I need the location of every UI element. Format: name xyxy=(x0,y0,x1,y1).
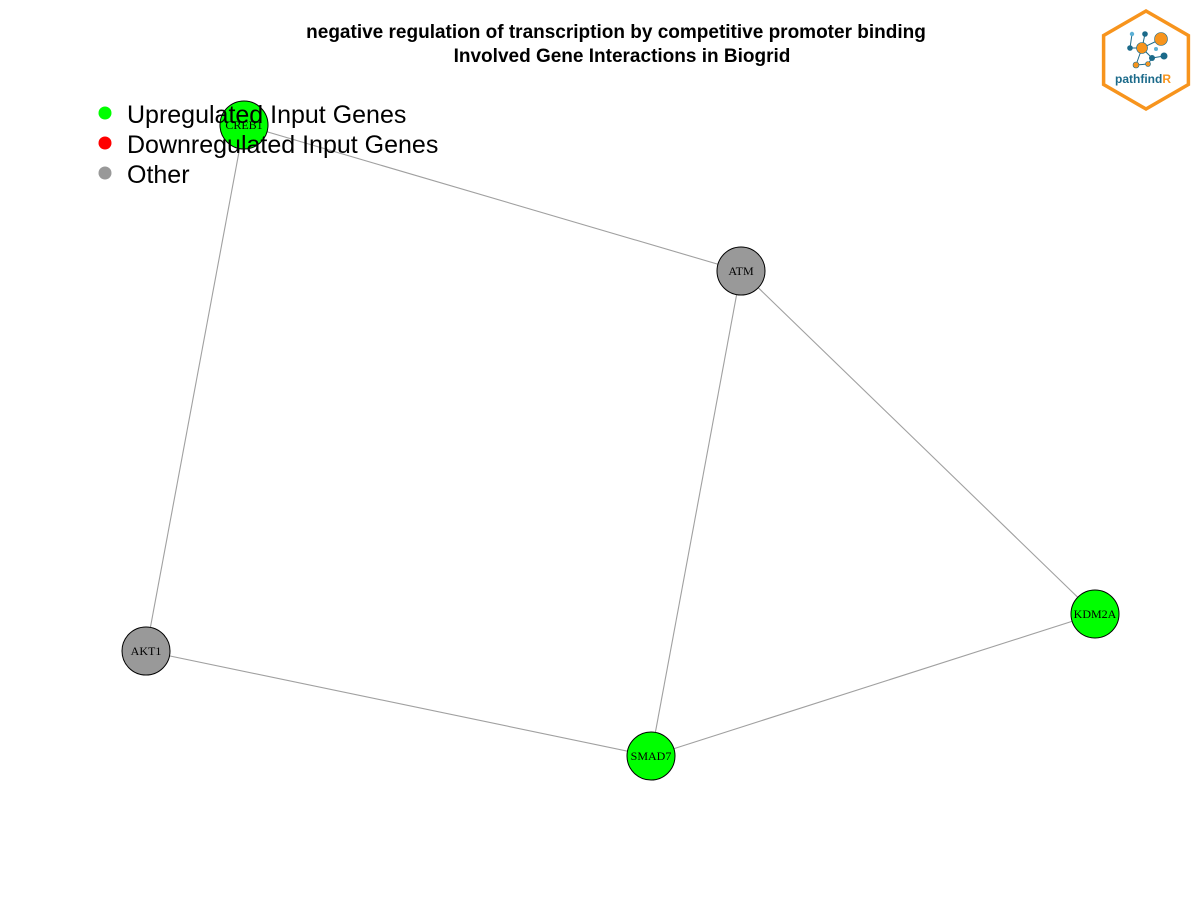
title-line-2: Involved Gene Interactions in Biogrid xyxy=(454,46,791,67)
node-circle-akt1[interactable] xyxy=(121,626,171,676)
edge-smad7-kdm2a xyxy=(650,613,1096,757)
legend-label-upregulated: Upregulated Input Genes xyxy=(127,101,406,129)
node-atm[interactable]: ATM xyxy=(716,246,766,296)
logo-hexagon xyxy=(1101,8,1191,112)
logo-wordmark-main: pathfind xyxy=(1115,72,1162,86)
network-hexagon-icon xyxy=(1127,31,1168,69)
edge-atm-smad7 xyxy=(650,270,742,757)
diagram-title: negative regulation of transcription by … xyxy=(306,22,926,67)
node-creb1[interactable]: CREB1 xyxy=(219,100,269,150)
pathfindr-logo: pathfindR xyxy=(1101,8,1191,112)
edge-creb1-atm xyxy=(243,124,742,272)
edge-atm-kdm2a xyxy=(740,270,1096,615)
node-smad7[interactable]: SMAD7 xyxy=(626,731,676,781)
title-line-1: negative regulation of transcription by … xyxy=(306,22,926,43)
logo-wordmark-accent: R xyxy=(1162,72,1171,86)
edge-akt1-smad7 xyxy=(145,650,652,757)
node-label-creb1: CREB1 xyxy=(225,118,262,132)
node-circle-kdm2a[interactable] xyxy=(1070,589,1120,639)
legend-dot-upregulated xyxy=(98,106,112,120)
logo-wordmark: pathfindR xyxy=(1115,72,1171,86)
node-akt1[interactable]: AKT1 xyxy=(121,626,171,676)
edges-layer xyxy=(145,124,1096,757)
node-label-atm: ATM xyxy=(728,264,754,278)
node-label-akt1: AKT1 xyxy=(131,644,162,658)
node-circle-creb1[interactable] xyxy=(219,100,269,150)
node-circle-atm[interactable] xyxy=(716,246,766,296)
legend-label-other: Other xyxy=(127,161,190,189)
legend: Upregulated Input Genes Downregulated In… xyxy=(98,101,438,189)
node-label-smad7: SMAD7 xyxy=(631,749,672,763)
node-circle-smad7[interactable] xyxy=(626,731,676,781)
legend-dot-other xyxy=(98,166,112,180)
node-label-kdm2a: KDM2A xyxy=(1074,607,1117,621)
node-kdm2a[interactable]: KDM2A xyxy=(1070,589,1120,639)
edge-creb1-akt1 xyxy=(145,124,245,652)
legend-dot-downregulated xyxy=(98,136,112,150)
legend-label-downregulated: Downregulated Input Genes xyxy=(127,131,438,159)
